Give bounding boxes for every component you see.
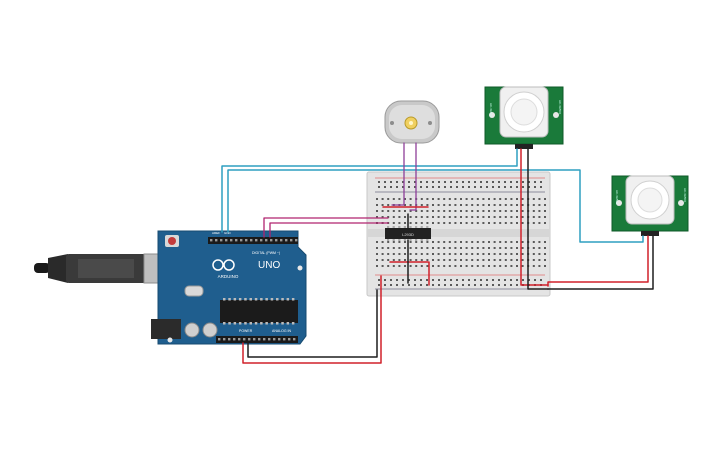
wire-cyan-pir-top[interactable]: [221, 148, 518, 233]
pir-sensor-right[interactable]: HC-SR501 HC-SR501: [611, 175, 689, 236]
wire-magenta-a[interactable]: [263, 217, 389, 238]
wire-magenta-b[interactable]: [269, 222, 389, 238]
ic-label: L293D: [402, 232, 414, 237]
aref-label: AREF: [212, 231, 220, 235]
wire-purple-motor-b[interactable]: [409, 142, 417, 211]
dc-motor[interactable]: [384, 100, 440, 144]
digital-label: DIGITAL (PWM ~): [252, 251, 280, 255]
power-analog-header: [216, 336, 298, 343]
pir-label-right: HC-SR501: [683, 188, 687, 203]
wire-red-pir-right[interactable]: [547, 235, 649, 287]
breadboard[interactable]: [366, 171, 551, 297]
power-label: POWER: [239, 329, 253, 333]
reset-button[interactable]: [168, 237, 176, 245]
wire-black-pir-top[interactable]: [527, 148, 549, 290]
analog-label: ANALOG IN: [272, 329, 292, 333]
l293d-driver-chip[interactable]: L293D: [385, 226, 431, 241]
pir-label-right: HC-SR501: [558, 100, 562, 115]
wire-cyan-pir-right[interactable]: [227, 169, 644, 243]
wire-red-5v[interactable]: [242, 275, 382, 364]
gnd-label: GND: [224, 231, 232, 235]
wire-red-pir-top[interactable]: [520, 148, 549, 286]
arduino-brand: ARDUINO: [218, 274, 239, 279]
pir-label-left: HC-SR501: [489, 103, 493, 118]
wire-black-pir-right[interactable]: [547, 235, 654, 290]
arduino-logo-icon: [212, 259, 235, 271]
pir-sensor-top[interactable]: HC-SR501 HC-SR501: [484, 86, 564, 149]
arduino-uno-board[interactable]: ARDUINO UNO DIGITAL (PWM ~) POWER ANALOG…: [151, 230, 307, 345]
arduino-model: UNO: [258, 260, 280, 271]
power-jack: [151, 319, 181, 339]
pir-label-left: HC-SR501: [615, 190, 619, 205]
digital-header: [208, 237, 298, 244]
wire-black-gnd[interactable]: [247, 289, 378, 358]
wires: [221, 142, 654, 364]
microcontroller-chip: [220, 300, 298, 323]
wire-purple-motor-a[interactable]: [391, 142, 405, 206]
